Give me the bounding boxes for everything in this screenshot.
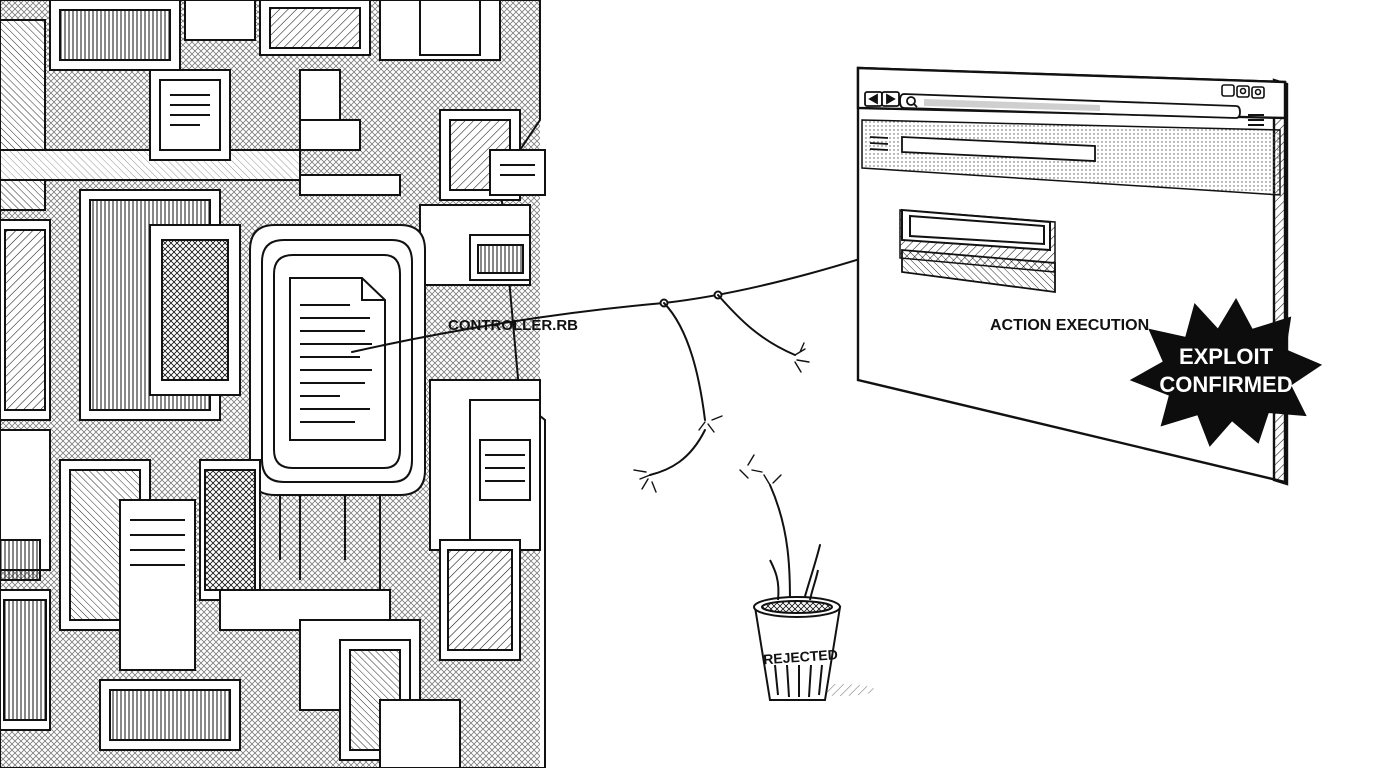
window-controls[interactable] bbox=[1221, 84, 1265, 99]
forward-button[interactable] bbox=[881, 91, 900, 107]
burst-line-2: CONFIRMED bbox=[1159, 372, 1292, 397]
toolbar-search-field[interactable] bbox=[901, 136, 1096, 162]
server-structure bbox=[0, 0, 546, 768]
input-field[interactable] bbox=[899, 208, 1056, 273]
exploit-burst: EXPLOIT CONFIRMED bbox=[1129, 297, 1323, 447]
address-bar[interactable] bbox=[899, 93, 1241, 119]
maximize-button[interactable] bbox=[1236, 85, 1250, 98]
minimize-button[interactable] bbox=[1221, 84, 1235, 97]
back-button[interactable] bbox=[864, 91, 883, 107]
execute-button[interactable] bbox=[901, 249, 1056, 294]
rejected-bin bbox=[753, 559, 875, 701]
action-label: ACTION EXECUTION bbox=[990, 317, 1149, 334]
burst-line-1: EXPLOIT bbox=[1179, 344, 1274, 369]
file-label: CONTROLLER.RB bbox=[448, 317, 578, 334]
rejected-label: REJECTED bbox=[763, 646, 839, 667]
hamburger-menu-icon bbox=[1248, 114, 1264, 126]
sidebar-menu-icon bbox=[869, 136, 889, 151]
search-icon bbox=[906, 96, 916, 106]
controller-file bbox=[249, 224, 426, 600]
forward-arrow-icon bbox=[886, 93, 896, 105]
close-button[interactable] bbox=[1251, 86, 1265, 99]
sidebar-toggle[interactable] bbox=[869, 136, 889, 151]
back-arrow-icon bbox=[868, 93, 878, 105]
menu-button[interactable] bbox=[1248, 114, 1264, 126]
